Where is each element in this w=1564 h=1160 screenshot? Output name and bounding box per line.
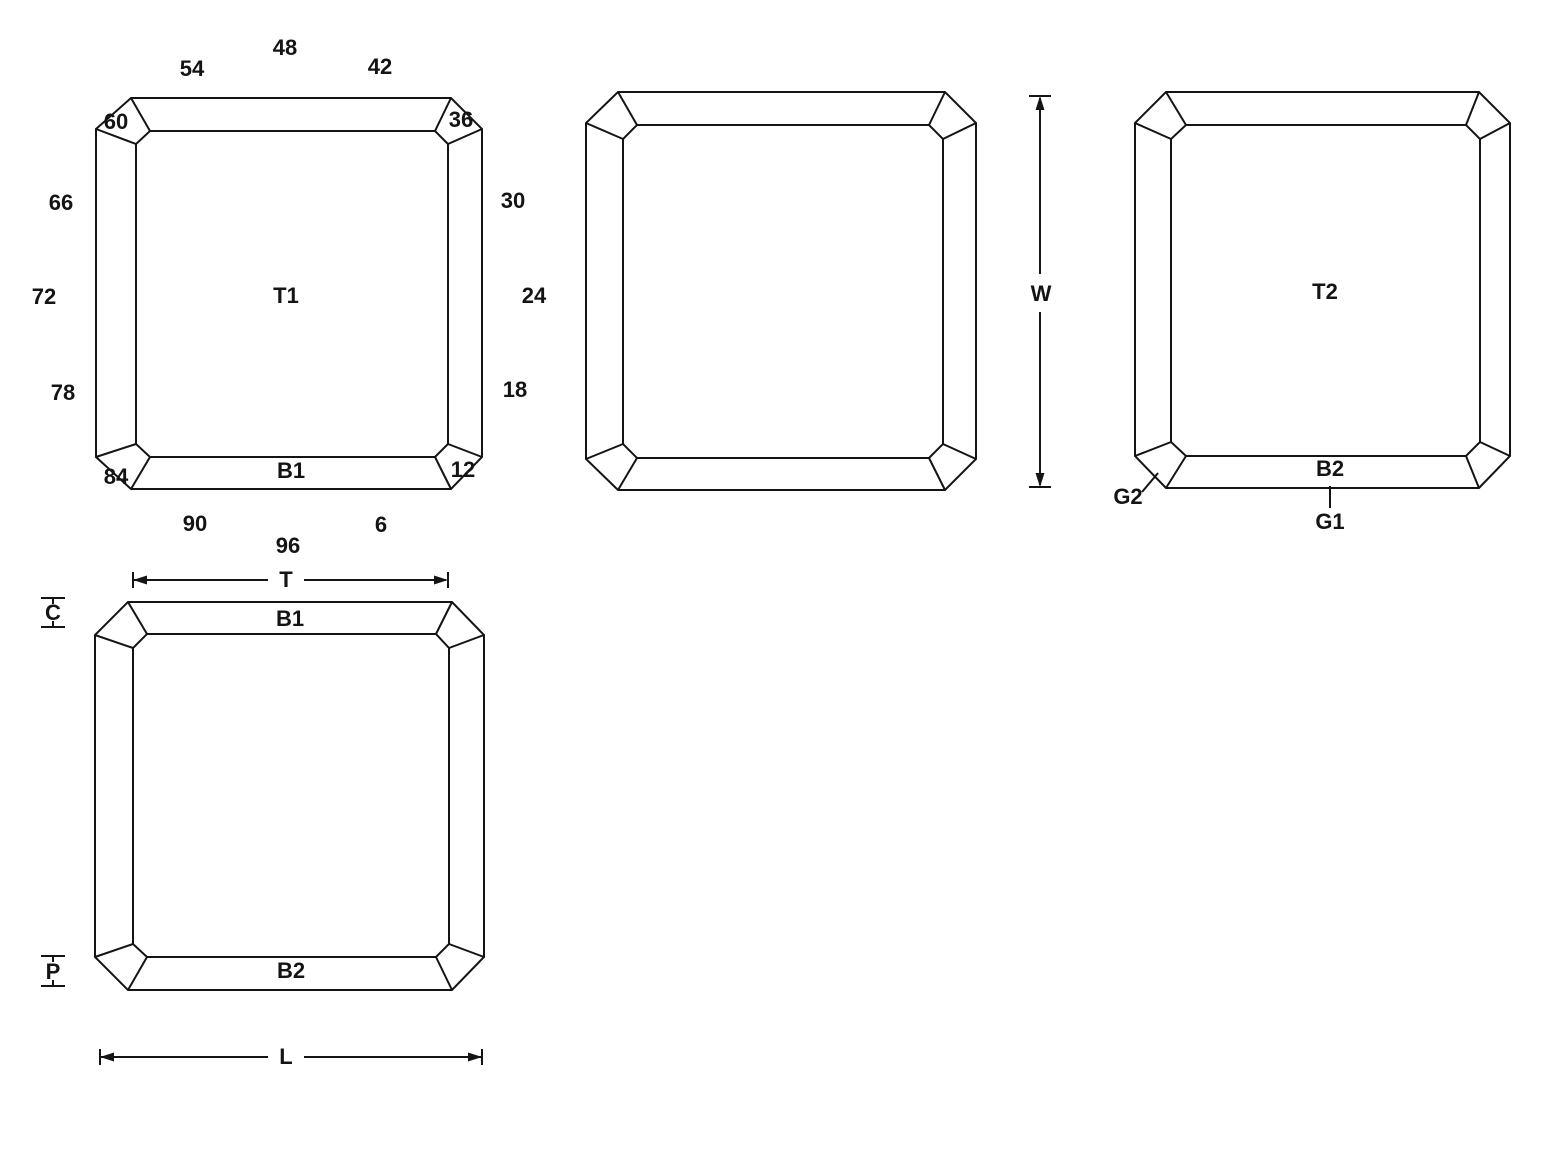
plain-corner-facet-edges xyxy=(585,91,977,491)
index-label-6: 6 xyxy=(375,512,387,537)
girdle-label-g1: G1 xyxy=(1315,509,1344,534)
index-label-90: 90 xyxy=(183,511,207,536)
index-label-18: 18 xyxy=(503,377,527,402)
pavilion-table-label-t2: T2 xyxy=(1312,279,1338,304)
width-dim-label: W xyxy=(1031,281,1052,306)
plain-view xyxy=(585,91,977,491)
width-dimension: W xyxy=(1029,95,1052,488)
pavilion-depth-mark: P xyxy=(41,955,65,987)
crown-height-mark: C xyxy=(41,597,65,628)
index-label-12: 12 xyxy=(451,457,475,482)
profile-outer-outline xyxy=(94,601,485,991)
profile-view: B1 B2 xyxy=(94,601,485,991)
g2-leader-line xyxy=(1141,472,1159,493)
crown-view: 48 54 42 60 36 66 30 72 24 78 18 84 12 9… xyxy=(32,35,547,558)
table-dim-label: T xyxy=(279,567,293,592)
index-label-78: 78 xyxy=(51,380,75,405)
length-dimension: L xyxy=(99,1044,483,1069)
length-dim-label: L xyxy=(279,1044,292,1069)
profile-band-label-b2: B2 xyxy=(277,958,305,983)
plain-inner-outline xyxy=(622,124,944,459)
index-label-30: 30 xyxy=(501,188,525,213)
index-label-42: 42 xyxy=(368,54,392,79)
pavilion-depth-label: P xyxy=(46,959,61,984)
index-label-96: 96 xyxy=(276,533,300,558)
table-dimension: T xyxy=(132,567,449,592)
crown-table-label-t1: T1 xyxy=(273,283,299,308)
crown-height-label: C xyxy=(45,600,61,625)
index-label-24: 24 xyxy=(522,283,547,308)
profile-band-label-b1: B1 xyxy=(276,606,304,631)
pavilion-band-label-b2: B2 xyxy=(1316,456,1344,481)
girdle-label-g2: G2 xyxy=(1113,484,1142,509)
profile-corner-facet-edges xyxy=(94,601,485,991)
plain-outer-outline xyxy=(585,91,977,491)
index-label-54: 54 xyxy=(180,56,205,81)
index-label-72: 72 xyxy=(32,284,56,309)
crown-band-label-b1: B1 xyxy=(277,458,305,483)
crown-corner-facet-edges xyxy=(95,97,483,490)
index-label-36: 36 xyxy=(449,107,473,132)
profile-inner-outline xyxy=(132,633,450,958)
pavilion-corner-facet-edges xyxy=(1134,91,1511,489)
index-label-60: 60 xyxy=(104,109,128,134)
pavilion-view: T2 B2 G2 G1 xyxy=(1113,91,1511,534)
index-label-48: 48 xyxy=(273,35,297,60)
index-label-66: 66 xyxy=(49,190,73,215)
index-label-84: 84 xyxy=(104,464,129,489)
